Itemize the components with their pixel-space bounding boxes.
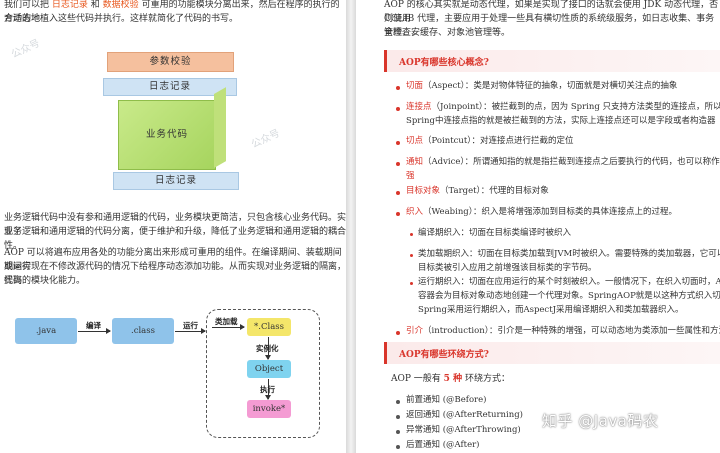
layer-business-side <box>214 87 226 168</box>
bullet <box>396 107 400 111</box>
load-arrow <box>212 324 245 330</box>
para3-line3: 代码的模块化能力。 <box>4 276 86 286</box>
weaving-runtime-cont2: Spring采用运行期织入，而AspectJ采用编译期织入和类加载器织入。 <box>418 305 684 315</box>
bullet <box>396 162 400 166</box>
layer-log-top: 日志记录 <box>103 78 237 96</box>
sub-bullet <box>410 282 413 285</box>
advice-after: 后置通知 (@After) <box>406 440 480 450</box>
class-file-box: .class <box>112 318 174 344</box>
execute-label: 执行 <box>260 385 275 394</box>
weaving-classload: 类加载期织入：切面在目标类加载到JVM时被织入。需要特殊的类加载器，它可以在 <box>418 249 720 259</box>
compile-label: 编译 <box>86 321 101 330</box>
class-object-box: *.Class <box>247 318 291 336</box>
instantiate-label: 实例化 <box>256 344 279 353</box>
layer-log-bottom: 日志记录 <box>113 172 239 190</box>
section-heading-concepts: AOP有哪些核心概念? <box>384 50 720 72</box>
bullet <box>396 445 400 449</box>
core-intro-line2: CGLIB 代理，主要应用于处理一些具有横切性质的系统级服务，如日志收集、事务管… <box>384 14 715 38</box>
weaving-runtime: 运行期织入：切面在应用运行的某个时刻被织入。一般情况下，在织入切面时，AOP <box>418 277 720 287</box>
zhihu-credit-watermark: 知乎 @Java码农 <box>542 412 659 430</box>
intro-paragraph: 我们可以把 日志记录 和 数据校验 可重用的功能模块分离出来，然后在程序的执行的… <box>4 0 340 24</box>
bullet <box>396 86 400 90</box>
concept-target: 目标对象（Target）：代理的目标对象 <box>406 186 549 196</box>
core-intro-line3: 全检查、缓存、对象池管理等。 <box>384 28 511 38</box>
compile-arrow <box>78 328 111 334</box>
concept-introduction: 引介（introduction）：引介是一种特殊的增强，可以动态地为类添加一些属… <box>406 326 720 336</box>
concept-advice-cont: 强 <box>406 171 415 181</box>
page-gutter <box>346 0 356 453</box>
sub-bullet <box>410 233 413 236</box>
bullet <box>396 191 400 195</box>
run-arrow <box>175 328 206 334</box>
run-label: 运行 <box>183 321 198 330</box>
sub-bullet <box>410 254 413 257</box>
weaving-compile: 编译期织入：切面在目标类编译时被织入 <box>418 228 572 238</box>
bullet <box>396 415 400 419</box>
para2-line2: 业务逻辑和通用逻辑的代码分离，便于维护和升级，降低了业务逻辑和通用逻辑的耦合性。 <box>4 227 346 251</box>
watermark: 公众号 <box>249 127 282 151</box>
advice-intro: AOP 一般有 5 种 环绕方式： <box>391 374 510 384</box>
concept-pointcut: 切点（Pointcut）：对连接点进行拦截的定位 <box>406 136 574 146</box>
concept-joinpoint: 连接点（Joinpoint）：被拦截到的点，因为 Spring 只支持方法类型的… <box>406 102 720 112</box>
para2-line1: 业务逻辑代码中没有参和通用逻辑的代码，业务模块更简洁，只包含核心业务代码。实现了 <box>4 213 346 237</box>
core-intro-line1: AOP 的核心其实就是动态代理，如果是实现了接口的话就会使用 JDK 动态代理，… <box>384 0 719 24</box>
bullet <box>396 212 400 216</box>
weaving-classload-cont: 目标类被引入应用之前增强该目标类的字节码。 <box>418 263 597 273</box>
weaving-runtime-cont1: 容器会为目标对象动态地创建一个代理对象。SpringAOP就是以这种方式织入切面… <box>418 291 720 301</box>
intro-line2: 方动态地植入这些代码并执行。这样就简化了代码的书写。 <box>4 14 239 24</box>
layer-business-code: 业务代码 <box>118 100 216 170</box>
instantiate-arrow <box>265 337 271 360</box>
concept-advice: 通知（Advice）：所谓通知指的就是指拦截到连接点之后要执行的代码，也可以称作… <box>406 157 720 167</box>
object-box: Object <box>247 360 291 378</box>
concept-weaving: 织入（Weabing）：织入是将增强添加到目标类的具体连接点上的过程。 <box>406 207 677 217</box>
concept-aspect: 切面（Aspect）：类是对物体特征的抽象，切面就是对横切关注点的抽象 <box>406 81 678 91</box>
invoke-box: invoke* <box>247 400 291 418</box>
jvm-boundary <box>206 309 320 438</box>
bullet <box>396 400 400 404</box>
java-file-box: .java <box>15 318 77 344</box>
advice-after-returning: 返回通知 (@AfterReturning) <box>406 410 523 420</box>
layer-param-check: 参数校验 <box>107 52 234 72</box>
para3-line1: AOP 可以将遍布应用各处的功能分离出来形成可重用的组件。在编译期间、装载期间或… <box>4 248 342 272</box>
left-page: 我们可以把 日志记录 和 数据校验 可重用的功能模块分离出来，然后在程序的执行的… <box>0 0 346 453</box>
load-label: 类加载 <box>215 317 238 326</box>
execute-arrow <box>265 379 271 400</box>
bullet <box>396 331 400 335</box>
bullet <box>396 430 400 434</box>
watermark: 公众号 <box>9 37 42 61</box>
section-heading-advice: AOP有哪些环绕方式? <box>384 342 720 364</box>
advice-before: 前置通知 (@Before) <box>406 395 487 405</box>
para3-line2: 期间实现在不修改源代码的情况下给程序动态添加功能。从而实现对业务逻辑的隔离，提高 <box>4 262 346 286</box>
right-page <box>356 0 720 453</box>
bullet <box>396 141 400 145</box>
concept-joinpoint-cont: Spring中连接点指的就是被拦截到的方法，实际上连接点还可以是字段或者构造器 <box>406 116 716 126</box>
advice-after-throwing: 异常通知 (@AfterThrowing) <box>406 425 521 435</box>
